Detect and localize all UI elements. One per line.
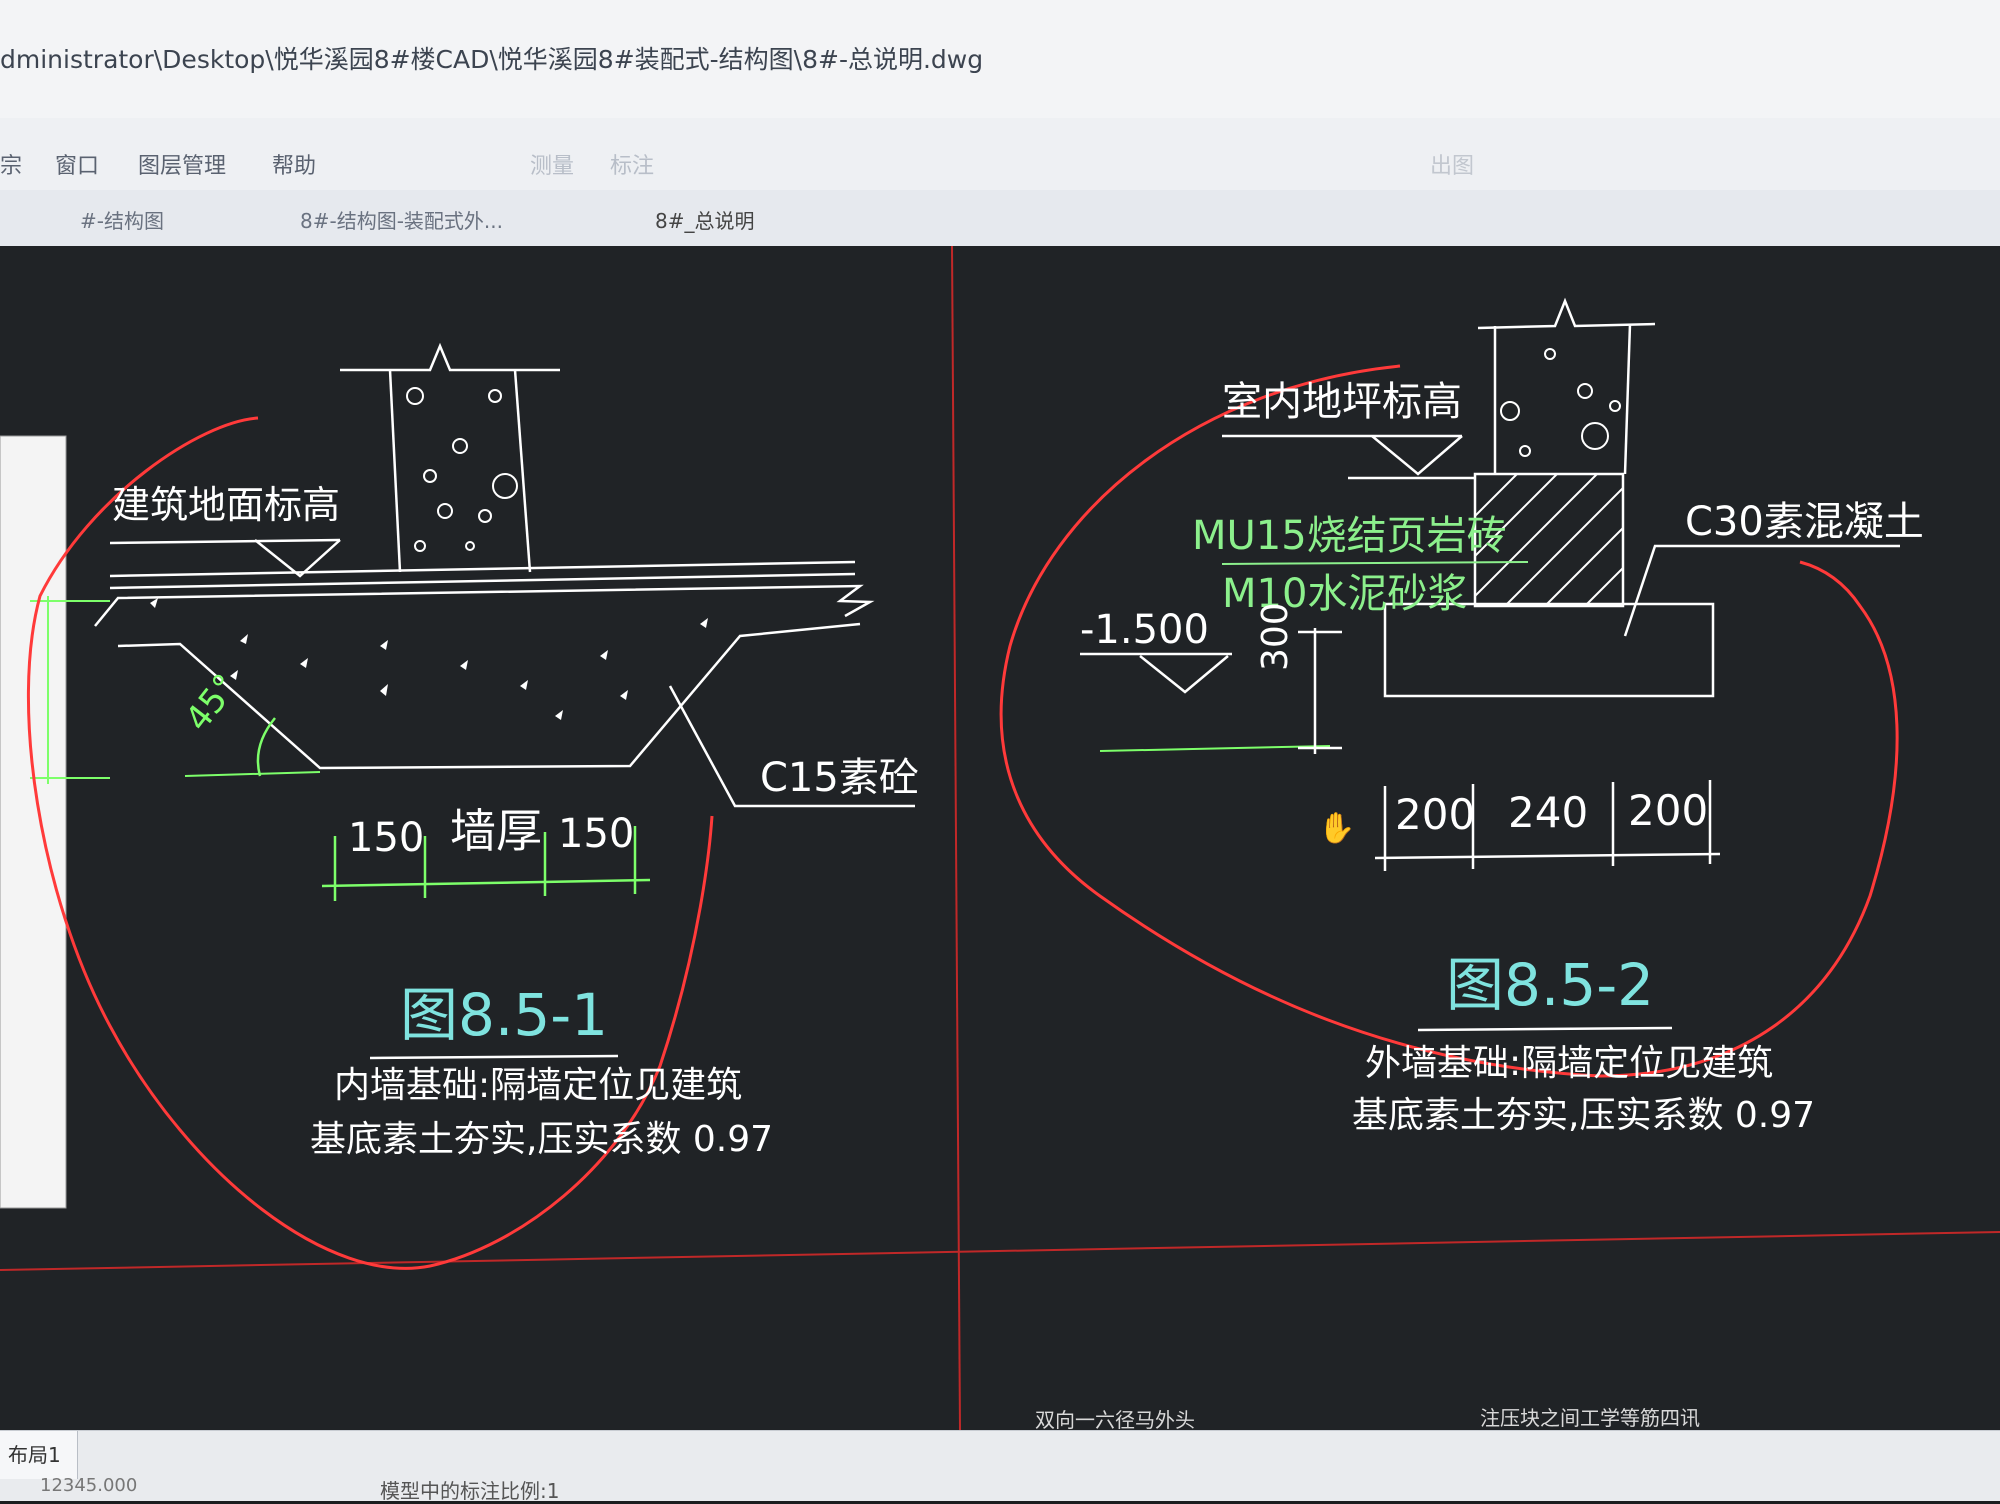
cad-drawing: [0, 246, 2000, 1430]
menu-item-0[interactable]: 宗: [0, 154, 23, 179]
concrete-footing-rect: [1383, 602, 1715, 698]
menu-bar: 宗 窗口 图层管理 帮助 测量 标注 出图: [0, 118, 2000, 191]
left-bottom-dimension: [321, 826, 651, 901]
elevation-label: -1.500: [1080, 607, 1209, 653]
elevation-baseline: [1099, 745, 1331, 752]
wall-aggregate: [406, 387, 518, 552]
tab-prefab-structure[interactable]: 8#-结构图-装配式外...: [300, 209, 503, 233]
c30-leader: [1623, 544, 1900, 637]
left-note-line1: 内墙基础:隔墙定位见建筑: [334, 1065, 743, 1106]
menu-item-layer-manager[interactable]: 图层管理: [138, 154, 227, 179]
ground-label-underline: [109, 538, 341, 545]
ground-level-label: 建筑地面标高: [112, 483, 341, 527]
viewport-divider-vertical: [951, 246, 961, 1430]
slab-top-line: [109, 560, 856, 578]
menu-item-window[interactable]: 窗口: [55, 154, 100, 179]
markup-cloud-left: [26, 416, 714, 1270]
dim-right-200-b: 200: [1628, 786, 1709, 835]
floor-level-label: 室内地坪标高: [1222, 379, 1462, 425]
brick-label: MU15烧结页岩砖: [1192, 513, 1507, 559]
tab-general-notes[interactable]: 8#_总说明: [655, 209, 755, 233]
menu-item-plot[interactable]: 出图: [1430, 154, 1475, 179]
right-note-line1: 外墙基础:隔墙定位见建筑: [1365, 1043, 1774, 1084]
elevation-triangle: [1139, 655, 1229, 694]
bottom-note-right: 注压块之间工学等筋四讯: [1480, 1406, 1700, 1430]
brick-course: [1473, 472, 1625, 608]
height-dimension: [1298, 628, 1342, 754]
dim-wall-thickness: 墙厚: [450, 804, 542, 858]
detail-8-5-2: [1080, 297, 1900, 698]
menu-item-help[interactable]: 帮助: [272, 154, 317, 179]
title-bar: dministrator\Desktop\悦华溪园8#楼CAD\悦华溪园8#装配…: [0, 0, 2000, 119]
right-bottom-dimension: [1374, 780, 1721, 871]
ground-level-triangle: [254, 539, 341, 578]
footing-outline: [117, 622, 861, 770]
wall-right-aggregate: [1500, 348, 1621, 457]
right-title-underline: [1417, 1026, 1673, 1032]
hand-cursor-icon: ✋: [1318, 811, 1356, 846]
c15-leader: [668, 685, 915, 808]
angle-arc: [256, 717, 276, 777]
drawing-canvas[interactable]: 建筑地面标高 45° C15素砼 150 墙厚 150 图8.5-1 内墙基础:…: [0, 246, 2000, 1430]
menu-item-measure[interactable]: 测量: [530, 154, 575, 179]
angle-baseline: [184, 771, 321, 777]
detail-8-5-1: [94, 342, 915, 808]
right-figure-title: 图8.5-2: [1446, 951, 1655, 1019]
document-tab-bar: #-结构图 8#-结构图-装配式外... 8#_总说明: [0, 190, 2000, 248]
dim-right-200-a: 200: [1395, 790, 1476, 839]
markup-cloud-right: [999, 364, 1899, 1078]
bottom-note-left: 双向一六径马外头: [1035, 1408, 1195, 1432]
layout-tab[interactable]: 布局1: [0, 1431, 78, 1479]
dim-left-150: 150: [348, 815, 425, 861]
left-note-line2: 基底素土夯实,压实系数 0.97: [310, 1119, 774, 1160]
slab-line-2: [109, 572, 856, 590]
dim-right-150: 150: [558, 811, 635, 857]
wall-right-edge: [513, 369, 532, 573]
brick-label-divider: [1221, 561, 1529, 565]
left-figure-title: 图8.5-1: [400, 981, 609, 1049]
wall-left-edge: [388, 369, 402, 573]
menu-item-dimension[interactable]: 标注: [610, 154, 655, 179]
file-path: dministrator\Desktop\悦华溪园8#楼CAD\悦华溪园8#装配…: [0, 45, 984, 74]
c30-label: C30素混凝土: [1685, 499, 1924, 545]
dim-right-240: 240: [1508, 788, 1589, 837]
wall-break-line: [340, 342, 560, 372]
side-panel: [0, 435, 67, 1209]
wall-right-right-edge: [1623, 323, 1632, 475]
right-note-line2: 基底素土夯实,压实系数 0.97: [1352, 1095, 1816, 1136]
coordinate-readout: 12345.000: [40, 1475, 138, 1496]
height-dim-300: 300: [1255, 602, 1296, 671]
status-bar: 布局1 12345.000 模型中的标注比例:1: [0, 1430, 2000, 1503]
brick-hatch: [1475, 474, 1623, 606]
left-title-underline: [369, 1054, 619, 1060]
annotation-scale: 模型中的标注比例:1: [380, 1479, 560, 1503]
tab-structure[interactable]: #-结构图: [80, 209, 164, 233]
footing-break: [94, 584, 875, 627]
c15-label: C15素砼: [760, 755, 919, 801]
mortar-label: M10水泥砂浆: [1222, 571, 1468, 617]
footing-aggregate: [150, 598, 708, 720]
floor-level-triangle: [1371, 435, 1463, 476]
viewport-divider-horizontal: [0, 1231, 2000, 1271]
wall-break-line-right: [1477, 297, 1656, 330]
